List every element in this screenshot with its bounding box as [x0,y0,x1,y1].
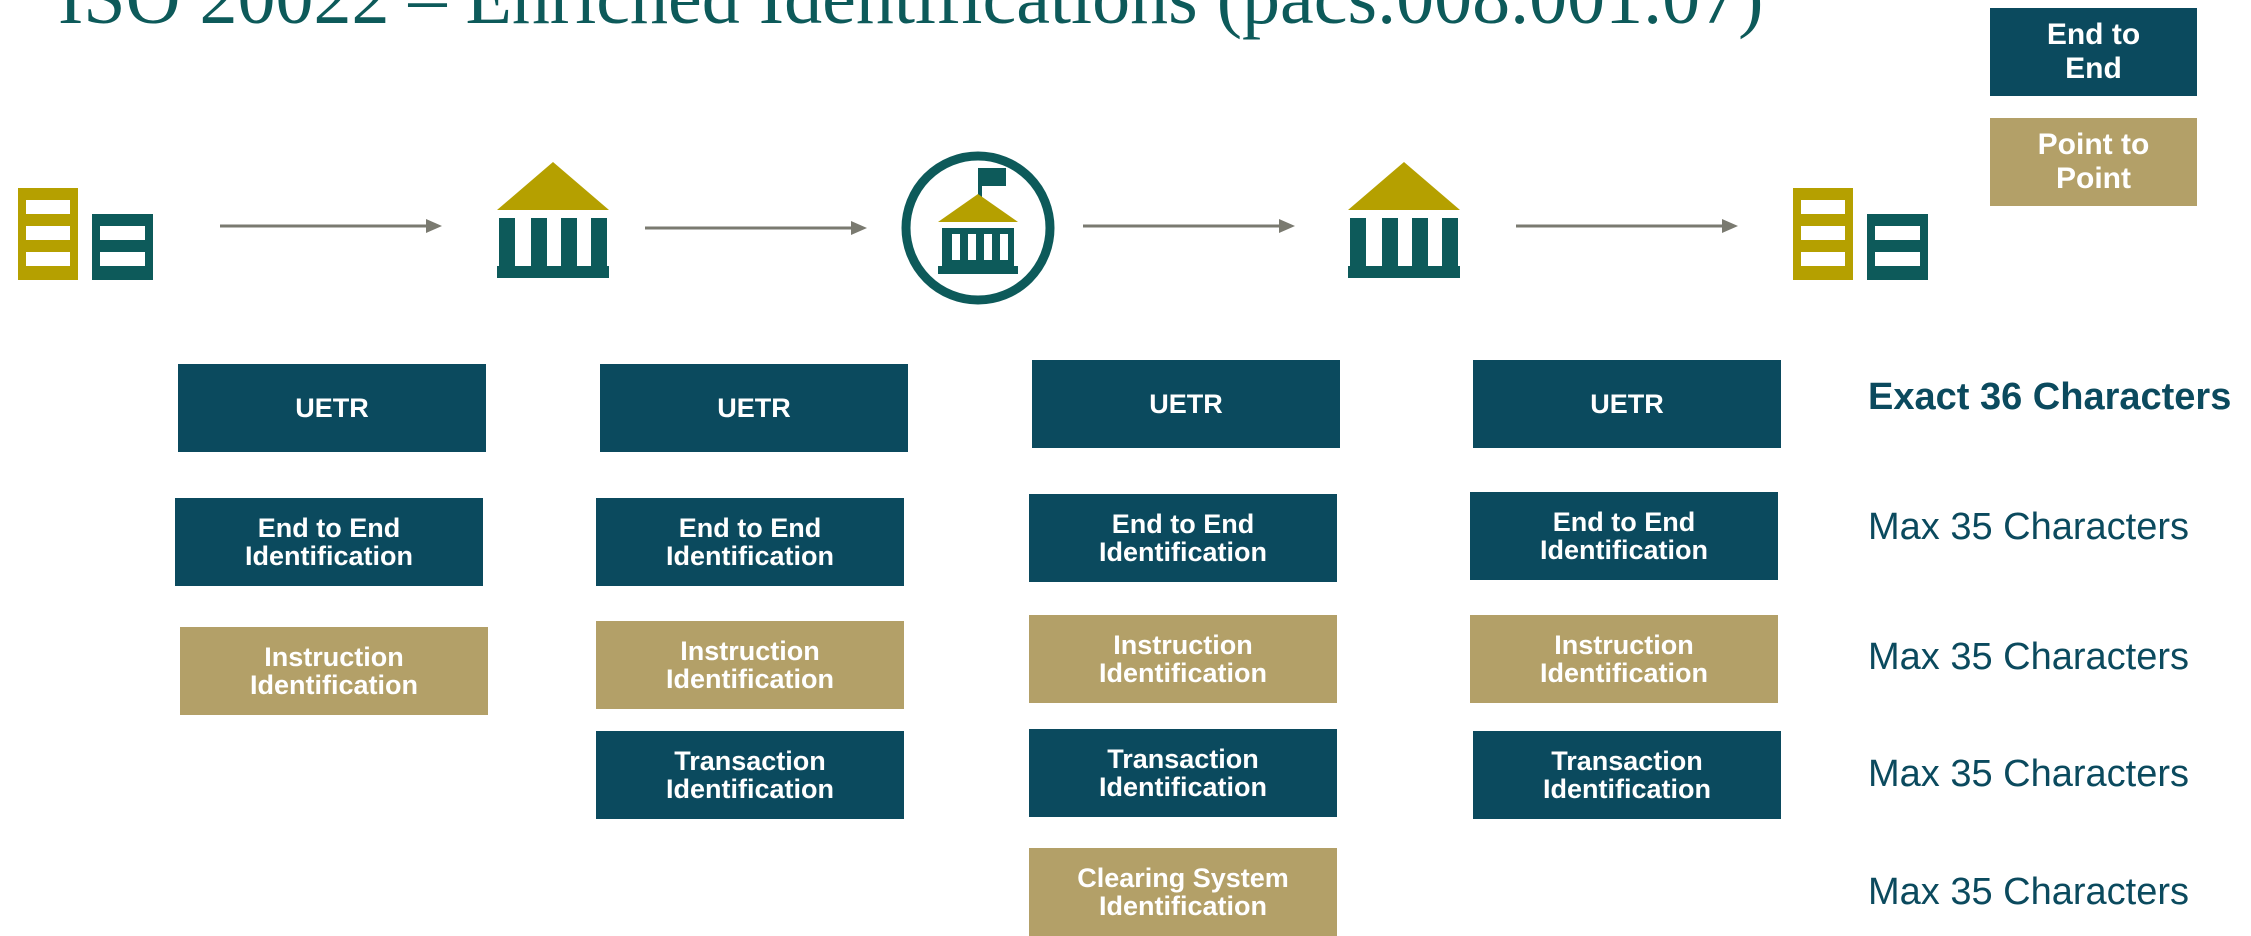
end-to-end-id-box: End to End Identification [596,498,904,586]
legend-point-to-point: Point to Point [1990,118,2197,206]
clearing-system-id-box: Clearing System Identification [1029,848,1337,936]
page-title: ISO 20022 – Enriched Identifications (pa… [58,0,1763,36]
transaction-id-box: Transaction Identification [1029,729,1337,817]
end-to-end-id-box: End to End Identification [175,498,483,586]
uetr-box: UETR [178,364,486,452]
e2e-length-label: Max 35 Characters [1868,506,2190,548]
bank-icon [1348,162,1460,278]
uetr-length-label: Exact 36 Characters [1868,376,2232,418]
transaction-id-box: Transaction Identification [596,731,904,819]
flow-arrow [220,219,442,233]
transaction-id-box: Transaction Identification [1473,731,1781,819]
instruction-length-label: Max 35 Characters [1868,636,2190,678]
uetr-box: UETR [1032,360,1340,448]
transaction-length-label: Max 35 Characters [1868,753,2190,795]
end-to-end-id-box: End to End Identification [1029,494,1337,582]
end-to-end-id-box: End to End Identification [1470,492,1778,580]
uetr-box: UETR [600,364,908,452]
instruction-id-box: Instruction Identification [1470,615,1778,703]
legend-end-to-end: End to End [1990,8,2197,96]
instruction-id-box: Instruction Identification [180,627,488,715]
corporate-icon [18,188,153,280]
instruction-id-box: Instruction Identification [596,621,904,709]
flow-arrow [1516,219,1738,233]
central-bank-icon [901,151,1055,305]
corporate-icon [1793,188,1928,280]
uetr-box: UETR [1473,360,1781,448]
instruction-id-box: Instruction Identification [1029,615,1337,703]
clearing-length-label: Max 35 Characters [1868,871,2190,913]
flow-arrow [645,221,867,235]
bank-icon [497,162,609,278]
flow-arrow [1083,219,1295,233]
